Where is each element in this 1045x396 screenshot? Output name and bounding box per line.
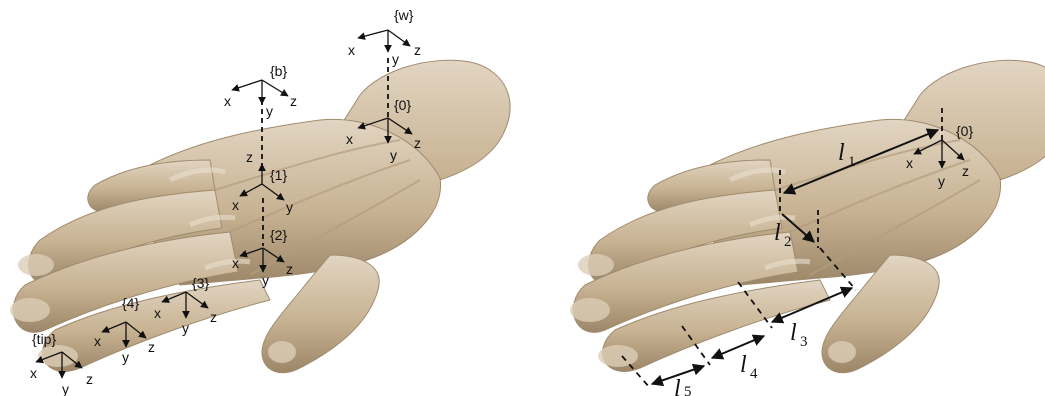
frame-0-right-z: z: [962, 163, 969, 179]
length-l2-symbol: l: [774, 220, 781, 246]
frame-b-z: z: [290, 93, 297, 109]
frame-b: {b} x y z: [224, 63, 297, 119]
length-l4-symbol: l: [740, 352, 747, 378]
length-l2-sub: 2: [784, 234, 792, 250]
frame-4-label: {4}: [122, 295, 139, 311]
length-l1-symbol: l: [838, 140, 845, 166]
frame-0-y: y: [390, 147, 397, 163]
frame-0-label: {0}: [394, 97, 411, 113]
length-l3-sub: 3: [800, 334, 808, 350]
length-l5-symbol: l: [674, 376, 681, 396]
frame-2-y: y: [262, 272, 269, 288]
length-l4-sub: 4: [750, 366, 758, 382]
frame-tip-y: y: [62, 381, 69, 396]
frame-w: {w} x y z: [348, 7, 421, 67]
frame-0-right-label: {0}: [956, 123, 973, 139]
frame-0-right-x: x: [906, 155, 913, 171]
frame-3-z: z: [210, 309, 217, 325]
frame-w-y: y: [392, 51, 399, 67]
frame-1-z: z: [246, 149, 253, 165]
frame-w-label: {w}: [394, 7, 414, 23]
hand-render-left: [10, 60, 510, 372]
frame-2-x: x: [232, 255, 239, 271]
frame-3-y: y: [182, 320, 189, 336]
frame-4-y: y: [122, 349, 129, 365]
hand-render-right: [570, 60, 1045, 372]
frame-tip-x: x: [30, 365, 37, 381]
frame-0-right-y: y: [938, 173, 945, 189]
frame-b-y: y: [266, 103, 273, 119]
length-l5-sub: 5: [684, 384, 692, 396]
frame-4-z: z: [148, 339, 155, 355]
frame-b-label: {b}: [270, 63, 287, 79]
frame-1-label: {1}: [270, 167, 287, 183]
frame-2-z: z: [286, 261, 293, 277]
length-l5: l 5: [652, 366, 704, 396]
frame-0-z: z: [414, 135, 421, 151]
frame-tip-label: {tip}: [32, 331, 56, 347]
length-l3-symbol: l: [790, 320, 797, 346]
length-l4: l 4: [712, 336, 764, 382]
frame-0-x: x: [346, 131, 353, 147]
frame-2-label: {2}: [270, 227, 287, 243]
frame-w-x: x: [348, 42, 355, 58]
frame-1-x: x: [232, 197, 239, 213]
frame-tip-z: z: [86, 371, 93, 387]
frame-4-x: x: [94, 333, 101, 349]
length-l1-sub: 1: [848, 154, 856, 170]
frame-w-z: z: [414, 42, 421, 58]
frame-3-label: {3}: [192, 275, 209, 291]
frame-1-y: y: [286, 199, 293, 215]
frame-b-x: x: [224, 93, 231, 109]
right-panel: {0} x y z l 1 l 2 l 3 l 4: [570, 60, 1045, 396]
frame-3-x: x: [154, 305, 161, 321]
left-panel: {w} x y z {b} x y z {0} x y z: [10, 7, 510, 396]
